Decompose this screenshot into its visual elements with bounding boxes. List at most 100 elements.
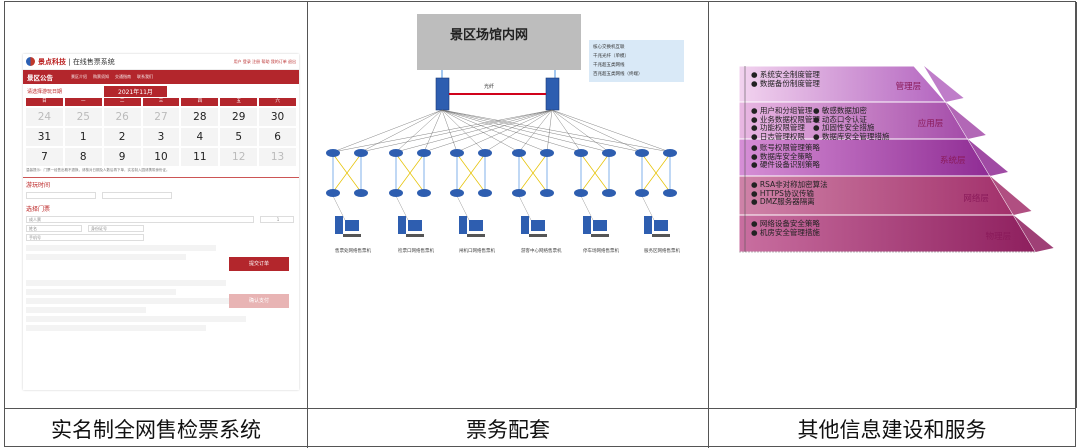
pc-keyboard-icon: [591, 234, 609, 237]
crosslink-line: [332, 153, 362, 193]
header-title: 景区公告: [27, 74, 53, 82]
month-selector[interactable]: 2021年11月: [104, 85, 167, 97]
trunk-line: [546, 109, 553, 153]
pc-keyboard-icon: [652, 234, 670, 237]
agg-switch-icon: [354, 149, 368, 157]
legend-item: 千兆超五类网线: [593, 63, 625, 68]
pyramid-layer: [738, 214, 1037, 253]
nav-item[interactable]: 联系我们: [137, 74, 153, 79]
pyramid-item: ● 敏感数据加密: [813, 106, 867, 115]
time-end-field[interactable]: [102, 192, 172, 199]
crosslink-line: [395, 153, 425, 193]
legend-item: 百兆超五类网线（终端）: [593, 72, 643, 77]
pyramid-item: ● 机房安全管理措施: [751, 227, 820, 237]
calendar-day[interactable]: 3: [142, 128, 180, 146]
nav-item[interactable]: 景区介绍: [71, 74, 87, 79]
agreement-text: [26, 254, 186, 260]
intranet-box: [417, 14, 581, 70]
calendar-day: 25: [64, 108, 102, 126]
app-header: 景区公告 景区介绍 购票须知 交通指南 联系我们: [23, 70, 299, 84]
agg-switch-icon: [663, 149, 677, 157]
terminal-line: [456, 195, 472, 225]
access-switch-icon: [478, 189, 492, 197]
ticket-type-field[interactable]: 成人票: [26, 216, 254, 223]
calendar-day[interactable]: 7: [26, 148, 63, 166]
terminal-line: [332, 195, 348, 225]
submit-order-button[interactable]: 提交订单: [229, 257, 289, 271]
trunk-line: [551, 109, 671, 153]
pc-tower-icon: [583, 216, 591, 234]
nav-item[interactable]: 交通指南: [115, 74, 131, 79]
calendar-day[interactable]: 29: [220, 108, 258, 126]
calendar-day: 26: [103, 108, 141, 126]
visitor-row-2: 手机号: [23, 233, 299, 242]
agg-switch-icon: [478, 149, 492, 157]
calendar-day[interactable]: 8: [64, 148, 102, 166]
access-switch-icon: [450, 189, 464, 197]
cell-ticketing-system: 景点科技 | 在线售票系统 用户 登录 注册 帮助 我的订单 退出 景区公告 景…: [5, 2, 308, 408]
weekday-header: 三: [142, 98, 180, 106]
app-brand: 景点科技 | 在线售票系统: [38, 57, 115, 66]
ticketing-app-screenshot: 景点科技 | 在线售票系统 用户 登录 注册 帮助 我的订单 退出 景区公告 景…: [23, 54, 299, 390]
calendar-day[interactable]: 4: [181, 128, 219, 146]
pc-label: 检票口网络售票机: [398, 249, 434, 254]
calendar-day[interactable]: 6: [259, 128, 296, 146]
calendar-day[interactable]: 10: [142, 148, 180, 166]
trunk-line: [395, 109, 443, 153]
calendar-day: 27: [142, 108, 180, 126]
access-switch-icon: [540, 189, 554, 197]
trunk-line: [551, 109, 582, 153]
faded-text: [26, 298, 266, 304]
terminal-line: [580, 195, 596, 225]
calendar-day[interactable]: 1: [64, 128, 102, 146]
security-pyramid: [738, 65, 1054, 253]
pyramid-item: ● 硬件设备识别策略: [751, 160, 820, 169]
document-table: 景点科技 | 在线售票系统 用户 登录 注册 帮助 我的订单 退出 景区公告 景…: [4, 1, 1077, 448]
trunk-line: [423, 109, 443, 153]
agg-switch-icon: [512, 149, 526, 157]
calendar-day[interactable]: 5: [220, 128, 258, 146]
access-switch-icon: [389, 189, 403, 197]
nav-item[interactable]: 购票须知: [93, 74, 109, 79]
trunk-line: [332, 109, 553, 153]
calendar-day[interactable]: 9: [103, 148, 141, 166]
pyramid-item: ● 业务数据权限管理: [751, 114, 820, 124]
pyramid-item: ● 账号权限管理策略: [751, 143, 820, 152]
pyramid-item: ● 日志管理权限: [751, 131, 805, 141]
name-field[interactable]: 姓名: [26, 225, 82, 232]
pc-label: 售票处网络售票机: [335, 249, 371, 254]
time-start-field[interactable]: [26, 192, 96, 199]
calendar-day[interactable]: 28: [181, 108, 219, 126]
agg-switch-icon: [417, 149, 431, 157]
top-links[interactable]: 用户 登录 注册 帮助 我的订单 退出: [233, 58, 296, 64]
trunk-line: [551, 109, 610, 153]
trunk-line: [441, 109, 643, 153]
layer-name: 物理层: [985, 231, 1012, 242]
trunk-line: [360, 109, 553, 153]
calendar-day[interactable]: 31: [26, 128, 63, 146]
weekday-header: 四: [181, 98, 219, 106]
legend-box: [589, 40, 684, 82]
id-field[interactable]: 身份证号: [88, 225, 144, 232]
trunk-line: [332, 109, 443, 153]
access-switch-icon: [574, 189, 588, 197]
caption-row: 实名制全网售检票系统 票务配套 其他信息建设和服务: [5, 408, 1075, 448]
pyramid-layer-side: [924, 66, 964, 102]
calendar-day[interactable]: 2: [103, 128, 141, 146]
access-switch-icon: [326, 189, 340, 197]
calendar-day[interactable]: 30: [259, 108, 296, 126]
ticket-row: 成人票 1: [23, 215, 299, 224]
trunk-line: [441, 109, 458, 153]
trunk-line: [395, 109, 553, 153]
faded-text: [26, 325, 206, 331]
weekday-header: 六: [259, 98, 296, 106]
select-date-label: 请选择游玩日期: [27, 88, 63, 95]
app-top-bar: 景点科技 | 在线售票系统 用户 登录 注册 帮助 我的订单 退出: [23, 54, 299, 70]
phone-field[interactable]: 手机号: [26, 234, 144, 241]
calendar-day[interactable]: 11: [181, 148, 219, 166]
quantity-stepper[interactable]: 1: [260, 216, 294, 223]
confirm-payment-button[interactable]: 确认支付: [229, 294, 289, 308]
pyramid-item: ● DMZ服务器隔离: [751, 197, 815, 206]
crosslink-line: [641, 153, 671, 193]
pc-monitor-icon: [345, 220, 359, 231]
